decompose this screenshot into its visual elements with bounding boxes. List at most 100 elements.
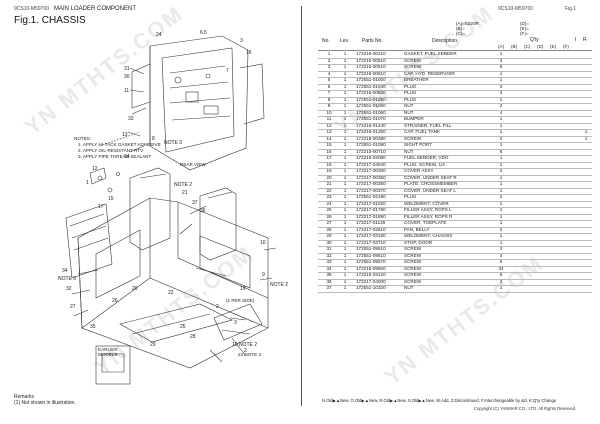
cell-description: SCREW [404, 278, 422, 284]
cell-no: 13 [326, 129, 332, 134]
figure-number: Fig.1 [565, 6, 577, 12]
cell-part-no: 172551-01070 [356, 116, 386, 121]
note-2: 2. APPLY OIL-RESISTANT RTV [78, 148, 144, 153]
cell-part-no: 172216-00820 [356, 90, 386, 95]
svg-text:NOTE 3: NOTE 3 [164, 140, 182, 146]
cell-qty: 1 [499, 233, 503, 238]
cell-qty: 1 [499, 220, 503, 225]
cell-part-no: 172215-00710 [356, 148, 386, 154]
remarks-title: Remarks [14, 394, 35, 400]
cell-qty: 1 [499, 187, 503, 193]
svg-text:31: 31 [124, 66, 130, 72]
cell-description: PLUG, SCREW, 1/4 [404, 161, 445, 167]
variant-f: (F)= [520, 31, 529, 36]
cell-no: 18 [326, 161, 332, 167]
svg-text:1: 1 [86, 180, 89, 186]
svg-text:30: 30 [124, 74, 130, 80]
cell-qty: 6 [499, 259, 503, 264]
svg-text:35: 35 [90, 324, 96, 330]
cell-lev: 1 [343, 64, 347, 69]
cell-lev: 1 [343, 57, 347, 63]
model-number-left: 9CS10-M59700 [14, 6, 50, 12]
cell-qty: 1 [499, 129, 503, 134]
svg-text:2: 2 [244, 348, 247, 354]
cell-no: 9 [327, 103, 331, 108]
svg-text:34: 34 [62, 268, 68, 274]
cell-no: 4 [327, 70, 331, 76]
cell-description: SCREW [404, 57, 422, 63]
cell-no: 36 [326, 278, 332, 284]
cell-part-no: 172217-03710 [356, 239, 386, 245]
cell-lev: 1 [343, 259, 347, 264]
svg-text:7: 7 [226, 68, 229, 74]
remarks-line-1: (1) Not shown in illustration. [14, 400, 76, 407]
cell-part-no: 172217-01780 [356, 207, 386, 212]
cell-qty: 2 [499, 168, 503, 173]
variant-d: (D)= [520, 21, 530, 26]
cell-lev: 1 [343, 168, 347, 173]
cell-qty: 6 [499, 64, 503, 69]
svg-text:15: 15 [108, 196, 114, 202]
cell-lev: 1 [343, 161, 347, 167]
svg-text:25: 25 [180, 324, 186, 330]
cell-part-no: 172217-02610 [356, 226, 386, 232]
cell-qty: 2 [499, 135, 503, 141]
col-description: Description [432, 38, 458, 44]
cell-qty: 4 [499, 252, 503, 258]
cell-description: NUT [404, 285, 414, 290]
cell-qty: 1 [499, 96, 503, 102]
svg-text:36: 36 [200, 208, 206, 214]
cell-part-no: 172216-09600 [356, 265, 386, 271]
cell-no: 33 [326, 259, 332, 264]
col-lev: Lev. [340, 38, 350, 44]
cell-no: 20 [326, 174, 332, 180]
cell-lev: 1 [343, 116, 347, 121]
cell-no: 25 [326, 207, 332, 212]
col-parts-no: Parts No. [362, 38, 383, 44]
svg-text:3: 3 [234, 320, 237, 326]
cell-description: PLUG [404, 90, 417, 95]
cell-lev: 1 [343, 142, 347, 147]
cell-qty: 1 [499, 70, 503, 76]
model-number-right: 9CS10-M59700 [498, 6, 534, 12]
cell-lev: 1 [343, 129, 347, 134]
cell-description: PLATE, CROSSMEMBER [404, 181, 458, 186]
svg-text:6 5: 6 5 [200, 30, 207, 36]
svg-text:10: 10 [260, 240, 266, 246]
cell-qty: 2 [499, 103, 503, 108]
cell-lev: 1 [343, 109, 347, 115]
cell-no: 8 [327, 96, 331, 102]
cell-part-no: 172217-01130 [356, 220, 386, 225]
cell-description: COVER, TOEPLATE [404, 220, 447, 225]
page-title: Fig.1. CHASSIS [14, 15, 86, 26]
cell-lev: 1 [343, 122, 347, 128]
cell-qty: 1 [499, 142, 503, 147]
cell-part-no: 172551-01080 [356, 142, 386, 147]
cell-part-no: 172216-00810 [356, 70, 386, 76]
cell-description: PLUG [404, 96, 417, 102]
cell-part-no: 172551-01060 [356, 103, 386, 108]
svg-text:24: 24 [156, 32, 162, 38]
cell-qty: 1 [499, 174, 503, 180]
svg-text:NOTE 3: NOTE 3 [58, 276, 76, 282]
cell-part-no: 172215-00510 [356, 64, 386, 69]
variant-a: (A)=S220R [456, 21, 479, 26]
note-1: 1. APPLY HI-TACK GASKET ADHESIVE [78, 142, 161, 147]
variant-b: (B)= [456, 26, 465, 31]
svg-text:NOTE 2: NOTE 2 [174, 182, 192, 188]
